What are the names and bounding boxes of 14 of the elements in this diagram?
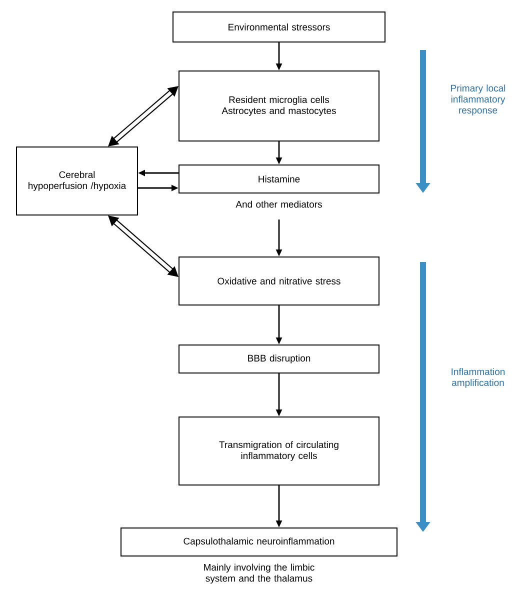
- process-box: Histamine: [178, 164, 380, 194]
- process-box: Cerebral hypoperfusion /hypoxia: [16, 146, 138, 216]
- process-box: Resident microglia cells Astrocytes and mastocytes: [178, 70, 380, 142]
- phase-label: Primary local inflammatory response: [451, 84, 506, 116]
- arrow: [108, 216, 178, 277]
- process-box: BBB disruption: [178, 344, 380, 374]
- phase-label: Inflammation amplification: [452, 368, 505, 388]
- process-box: Transmigration of circulating inflammatory cells: [178, 416, 380, 486]
- process-box: Oxidative and nitrative stress: [178, 256, 380, 306]
- process-box: Environmental stressors: [172, 12, 386, 42]
- process-box: Capsulothalamic neuroinflammation: [120, 528, 398, 556]
- node-caption: And other mediators: [236, 200, 322, 208]
- node-caption: Mainly involving the limbic system and the thalamus: [204, 564, 314, 584]
- arrow: [108, 86, 178, 146]
